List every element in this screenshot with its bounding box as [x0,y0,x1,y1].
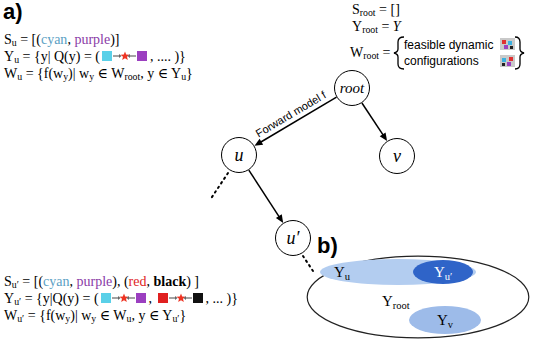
query-icon-part [158,293,168,303]
subscript: u [127,313,132,324]
tree-edge [362,103,387,141]
continuation-dots [303,256,313,271]
query-icon-part [102,51,112,61]
query-icon-part [176,294,185,303]
query-icon-part [130,55,136,56]
subscript: u [345,271,350,282]
query-icon-part [193,293,203,303]
tree-node-circle: root [334,70,370,106]
arrow-head [254,139,263,146]
set-description: feasible dynamic configurations [404,37,500,69]
formula-text: Wroot = [350,45,390,61]
subscript: y [63,71,68,82]
subscript: root [124,71,140,82]
colored-word: purple [77,274,113,289]
configuration-icon [500,38,515,50]
subscript: root [363,50,379,61]
subscript: y [91,313,96,324]
node-label: u [235,145,244,166]
subscript: v [448,319,453,330]
close-brace [515,37,524,69]
set-ellipse: Yu′ [413,260,473,284]
query-icon-part [119,54,122,58]
query-icon-part [127,54,130,58]
subscript: u′ [445,271,453,282]
node-label: Yroot [382,293,410,310]
node-label: Yu [334,264,350,281]
tree-edge [249,170,283,223]
query-icon [158,292,204,304]
subscript: u′ [17,313,24,324]
node-label: Yu′ [434,264,452,281]
query-icon-part [120,52,129,61]
subscript: root [360,7,376,18]
query-icon-part [175,296,178,300]
panel-label: a) [3,0,23,24]
script-symbol: Y [393,19,401,34]
node-label: v [393,146,401,167]
formula-text: Yu′ = {y|Q(y) = (, , ... )} [4,291,238,307]
subscript: u [14,54,19,65]
ellipse-shape [413,260,473,284]
query-icon [101,292,147,304]
query-icon-part [183,296,186,300]
ellipse-shape [409,306,481,334]
edge-line [362,103,383,135]
tree-node-circle: u [221,137,257,173]
ellipse-shape [307,256,529,338]
node-label: u′ [287,228,300,249]
edge-label: Forward model f [254,88,328,139]
subscript: y [89,71,94,82]
query-icon-part [119,294,128,303]
query-icon-part [186,297,192,298]
open-brace [394,37,404,69]
formula-text: Wu′ = {f(wy)| wy ∈ Wu, y ∈ Yu′} [4,308,186,324]
query-icon [102,50,148,62]
formula-text: Yroot = Y [352,19,401,35]
query-icon-part [169,297,175,298]
ellipse-shape [320,259,476,285]
subscript: y [65,313,70,324]
edge-line [249,170,280,217]
query-icon-part [137,51,147,61]
colored-word: purple [74,32,110,47]
subscript: u′ [12,279,19,290]
formula-text: Wu = {f(wy)| wy ∈ Wroot, y ∈ Yu} [4,66,193,82]
arrow-head [380,132,387,141]
subscript: u′ [14,296,21,307]
colored-word: cyan [43,274,69,289]
node-label: root [340,80,364,97]
subscript: u [12,37,17,48]
formula-text: Yu = {y| Q(y) = (, .... )} [4,49,186,65]
query-icon-part [101,293,111,303]
tree-node-circle: u′ [275,220,311,256]
arrow-head [276,214,283,223]
set-ellipse: Yv [409,306,481,334]
subscript: u [181,71,186,82]
subscript: u [17,71,22,82]
query-icon-part [136,293,146,303]
query-icon-part [118,296,121,300]
tree-node-circle: v [379,138,415,174]
node-label: Yv [437,312,453,329]
formula-text: Su′ = [(cyan, purple), (red, black) ] [4,274,199,290]
set-ellipse: Yroot Yu Yu′ Yv [306,255,530,339]
subscript: root [393,300,410,311]
subscript: u′ [172,313,179,324]
query-icon-part [112,297,118,298]
formula-text: Su = [(cyan, purple)] [4,32,119,48]
query-icon-part [126,296,129,300]
colored-word: black [154,274,187,289]
set-ellipse: Yu Yu′ [320,259,476,285]
colored-word: cyan [41,32,67,47]
continuation-dots [210,173,228,200]
query-icon-part [113,55,119,56]
query-icon-part [129,297,135,298]
colored-word: red [129,274,147,289]
panel-label: b) [317,234,338,258]
configuration-icon [500,55,515,67]
subscript: root [362,24,378,35]
formula-text: Sroot = [] [352,2,400,18]
